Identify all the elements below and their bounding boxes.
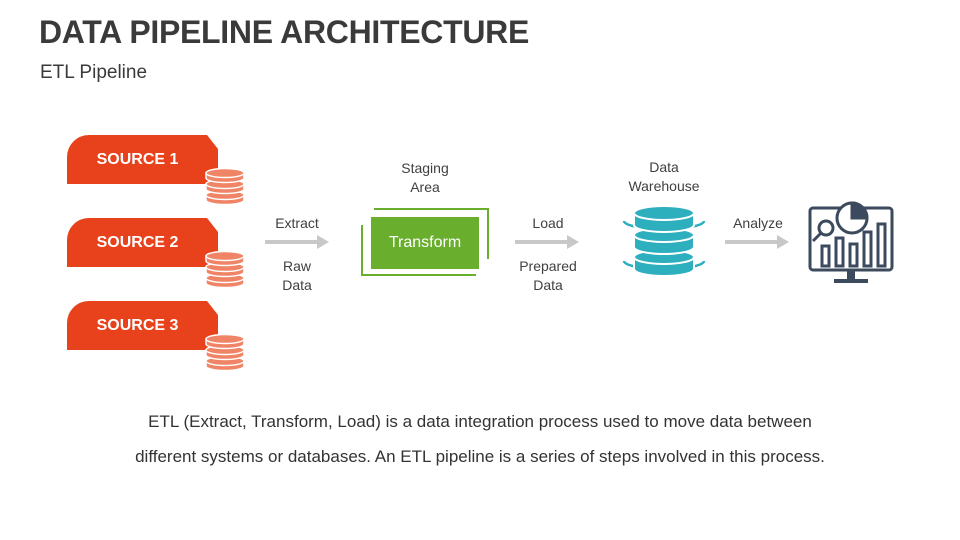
source-2-database-icon <box>205 250 245 288</box>
staging-area-frame <box>361 208 489 276</box>
source-1-database-icon <box>205 167 245 205</box>
raw-data-line2: Data <box>282 277 312 293</box>
description-line2: different systems or databases. An ETL p… <box>135 447 825 466</box>
extract-label: Extract <box>275 215 319 231</box>
transform-label: Transform <box>388 234 462 251</box>
analyze-label: Analyze <box>733 215 783 231</box>
source-3-tab: SOURCE 3 <box>67 301 218 350</box>
load-arrow <box>515 235 579 249</box>
analyze-arrow <box>725 235 789 249</box>
data-warehouse-line2: Warehouse <box>628 178 700 194</box>
description: ETL (Extract, Transform, Load) is a data… <box>80 404 880 474</box>
extract-arrow <box>265 235 329 249</box>
analytics-monitor-icon <box>808 201 894 283</box>
source-1-tab: SOURCE 1 <box>67 135 218 184</box>
description-line1: ETL (Extract, Transform, Load) is a data… <box>148 412 812 431</box>
source-2-tab: SOURCE 2 <box>67 218 218 267</box>
page-subtitle: ETL Pipeline <box>40 62 148 83</box>
load-label: Load <box>532 215 564 231</box>
prepared-data-line1: Prepared <box>519 258 577 274</box>
source-3-database-icon <box>205 333 245 371</box>
prepared-data-label: Prepared Data <box>510 257 586 295</box>
page-title: DATA PIPELINE ARCHITECTURE <box>39 14 529 50</box>
staging-area-label: Staging Area <box>385 159 465 197</box>
prepared-data-line2: Data <box>533 277 563 293</box>
data-warehouse-label: Data Warehouse <box>614 158 714 196</box>
transform-box: Transform <box>371 217 479 269</box>
raw-data-line1: Raw <box>282 258 311 274</box>
data-warehouse-database-icon <box>622 205 706 277</box>
raw-data-label: Raw Data <box>266 257 328 295</box>
source-1-label: SOURCE 1 <box>96 150 179 168</box>
staging-area-line2: Area <box>410 179 440 195</box>
data-warehouse-line1: Data <box>649 159 679 175</box>
source-2-label: SOURCE 2 <box>96 233 179 251</box>
source-3-label: SOURCE 3 <box>96 316 179 334</box>
staging-area-line1: Staging <box>401 160 449 176</box>
